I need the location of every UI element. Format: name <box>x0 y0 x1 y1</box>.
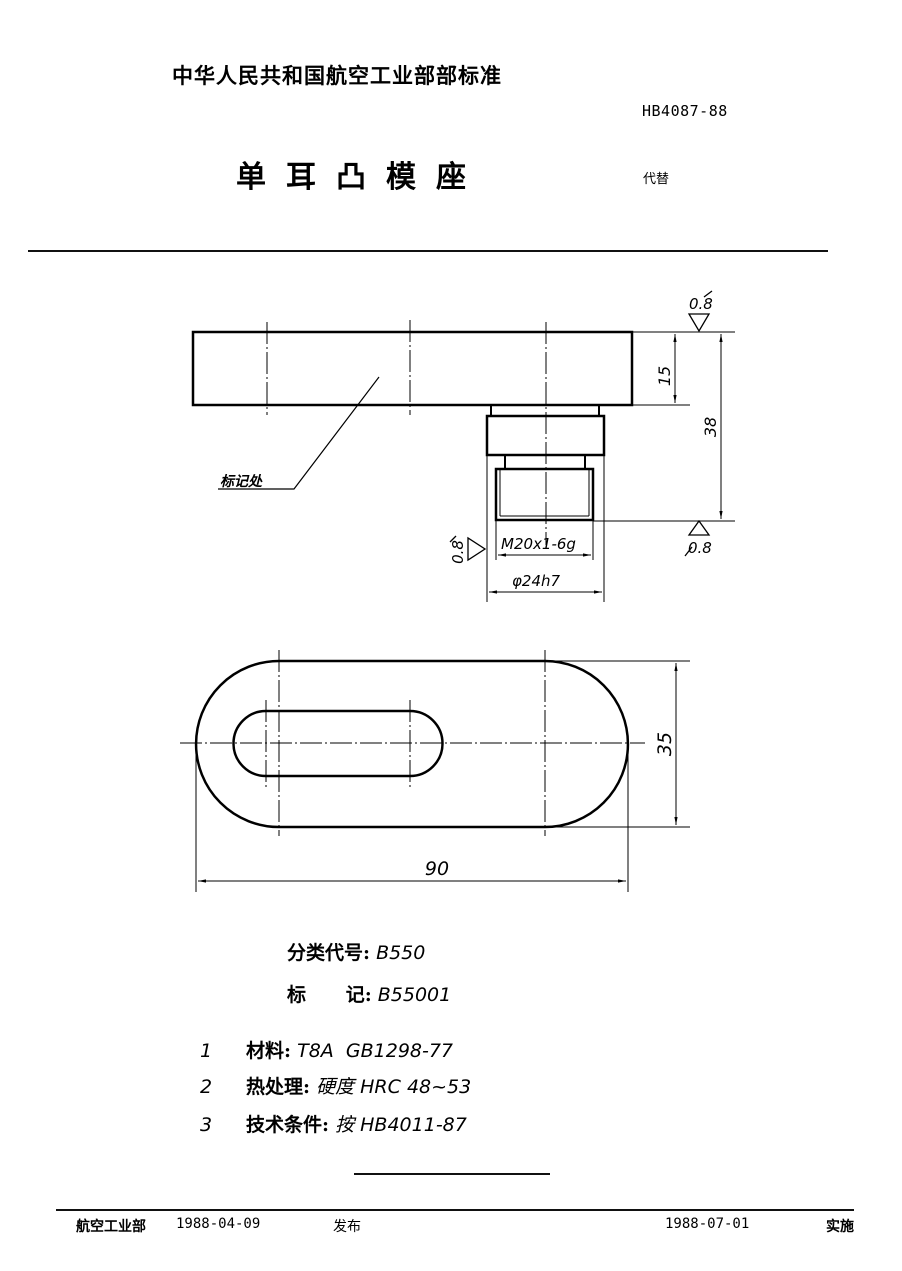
roughness-bottom-value: 0.8 <box>688 539 712 557</box>
roughness-symbol-bottom <box>684 519 711 557</box>
upper-neck <box>490 405 600 416</box>
dim-35: 35 <box>654 732 676 756</box>
lower-neck <box>504 455 586 469</box>
header-divider <box>28 250 828 252</box>
base-plate <box>191 330 634 407</box>
roughness-symbol-top <box>687 290 713 333</box>
note-technical-conditions: 3 技术条件: 按 HB4011-87 <box>200 1114 467 1136</box>
marking-code-value: B55001 <box>377 984 452 1006</box>
thread-body <box>494 467 595 522</box>
issuing-organization: 中华人民共和国航空工业部部标准 <box>172 64 502 88</box>
standard-number: HB4087-88 <box>642 102 728 120</box>
footer-publish-label: 发布 <box>333 1219 361 1235</box>
dim-38: 38 <box>701 417 720 437</box>
note-heat-treatment: 2 热处理: 硬度 HRC 48~53 <box>200 1076 472 1098</box>
replaces-label: 代替 <box>643 172 670 187</box>
thread-spec: M20x1-6g <box>501 535 576 553</box>
roughness-symbol-side <box>449 535 487 562</box>
footer-effective-date: 1988-07-01 <box>665 1216 750 1232</box>
end-divider <box>354 1173 550 1175</box>
classification-code: 分类代号: B550 <box>287 938 425 965</box>
dim-15: 15 <box>655 366 674 386</box>
collar-diameter: φ24h7 <box>512 572 560 590</box>
marking-leader <box>218 376 380 490</box>
outer-profile <box>194 659 630 829</box>
collar <box>485 414 606 457</box>
marking-code: 标 记: B55001 <box>287 980 451 1007</box>
front-view <box>191 290 735 602</box>
footer-divider <box>56 1209 854 1211</box>
marking-code-label: 标 记: <box>287 984 372 1006</box>
roughness-side-value: 0.8 <box>449 540 467 564</box>
roughness-top-value: 0.8 <box>689 295 713 313</box>
marking-location-label: 标记处 <box>220 473 263 490</box>
footer-effective-label: 实施 <box>826 1219 854 1235</box>
plan-view <box>180 650 690 892</box>
classification-label: 分类代号: <box>287 942 371 964</box>
note-material: 1 材料: T8A GB1298-77 <box>200 1040 454 1062</box>
classification-value: B550 <box>376 942 426 964</box>
footer-publish-date: 1988-04-09 <box>176 1216 261 1232</box>
dim-90: 90 <box>425 858 449 880</box>
footer-issuer: 航空工业部 <box>76 1219 146 1235</box>
document-title: 单耳凸模座 <box>236 160 486 195</box>
